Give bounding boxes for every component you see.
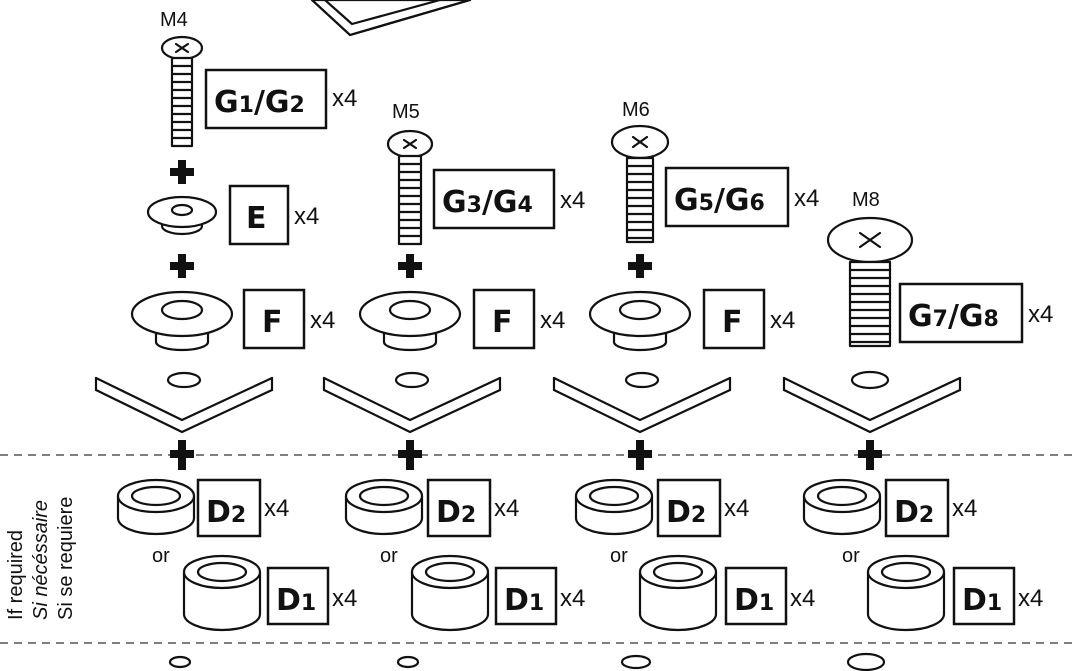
qty-g1g2: x4 [332, 85, 357, 112]
or-label: or [380, 545, 398, 567]
spacer-d1 [638, 554, 718, 632]
part-label-f-text: F [492, 305, 513, 340]
panel-v [552, 371, 732, 434]
floor-hole [846, 652, 886, 671]
qty-d2: x4 [952, 495, 977, 522]
size-label-m8: M8 [852, 189, 880, 211]
spacer-d2 [116, 478, 196, 536]
qty-e: x4 [294, 203, 319, 230]
svg-text:G7/G8: G7/G8 [908, 299, 999, 334]
size-label-m6: M6 [622, 99, 650, 121]
qty-d2: x4 [264, 495, 289, 522]
qty-d1: x4 [1018, 585, 1043, 612]
part-label-f-text: F [722, 305, 743, 340]
or-label: or [842, 545, 860, 567]
top-plate-fragment [310, 0, 472, 37]
part-box-g3g4: G3/G4 [432, 168, 556, 230]
column-m6: M6 G5/G6 x4 F x4 [552, 99, 819, 670]
svg-text:D1: D1 [962, 583, 1002, 618]
or-label: or [610, 545, 628, 567]
spacer-d1 [182, 554, 262, 632]
part-box-f [472, 288, 536, 350]
svg-text:G3/G4: G3/G4 [442, 185, 533, 220]
plus-icon [170, 440, 194, 470]
screw-m6 [610, 124, 670, 244]
svg-text:G5/G6: G5/G6 [674, 183, 765, 218]
screw-m4 [160, 35, 204, 148]
part-box-d1: D1 [494, 566, 558, 626]
screw-m8 [826, 216, 914, 348]
qty-d2: x4 [724, 495, 749, 522]
part-box-e [228, 184, 290, 246]
qty-d2: x4 [494, 495, 519, 522]
svg-text:D2: D2 [894, 495, 934, 530]
side-note-line2: Si nécéssaire [30, 500, 52, 620]
column-m8: M8 G7/G8 x4 D2 x4 or [782, 189, 1053, 671]
spacer-d1 [866, 554, 946, 632]
part-label-e: E [246, 201, 267, 236]
svg-text:G1/G2: G1/G2 [214, 85, 305, 120]
plus-icon [858, 440, 882, 470]
size-label-m4: M4 [160, 9, 188, 31]
spacer-d2 [802, 478, 882, 536]
part-box-d1: D1 [952, 566, 1016, 626]
side-note-line1: If required [5, 530, 27, 620]
washer-f [130, 290, 234, 352]
qty-f: x4 [770, 307, 795, 334]
floor-hole [168, 655, 192, 669]
svg-text:D1: D1 [276, 583, 316, 618]
plus-icon [398, 440, 422, 470]
size-label-m5: M5 [392, 101, 420, 123]
floor-hole [396, 655, 420, 669]
part-box-d2: D2 [426, 478, 492, 538]
part-box-f [702, 288, 766, 350]
side-note-line3: Si se requiere [55, 497, 77, 620]
column-m5: M5 G3/G4 x4 F x4 [322, 101, 585, 669]
spacer-d2 [344, 478, 424, 536]
qty-f: x4 [540, 307, 565, 334]
column-m4: M4 G1/G2 x4 E x4 E F x4 [94, 9, 357, 669]
qty-g3g4: x4 [560, 187, 585, 214]
part-box-d1: D1 [724, 566, 788, 626]
part-box-d2: D2 [196, 478, 262, 538]
svg-text:D2: D2 [436, 495, 476, 530]
part-box-g7g8: G7/G8 [898, 282, 1024, 344]
or-label: or [152, 545, 170, 567]
part-box-d2: D2 [656, 478, 722, 538]
svg-text:D1: D1 [504, 583, 544, 618]
plus-icon [628, 254, 652, 278]
part-box-g1g2: G1/G2 [204, 68, 328, 130]
plus-icon [398, 254, 422, 278]
plus-icon [628, 440, 652, 470]
washer-f [358, 290, 462, 352]
qty-g5g6: x4 [794, 185, 819, 212]
part-box-g5g6: G5/G6 [664, 166, 790, 228]
spacer-d2 [574, 478, 654, 536]
panel-v [782, 370, 962, 434]
qty-g7g8: x4 [1028, 301, 1053, 328]
qty-f: x4 [310, 307, 335, 334]
plus-icon [170, 254, 194, 278]
floor-hole [620, 654, 652, 670]
washer-e [146, 195, 218, 236]
svg-text:D1: D1 [734, 583, 774, 618]
qty-d1: x4 [560, 585, 585, 612]
panel-v [94, 371, 274, 434]
plus-icon [170, 160, 194, 184]
svg-text:D2: D2 [206, 495, 246, 530]
side-note: If required Si nécéssaire Si se requiere [5, 497, 77, 620]
spacer-d1 [410, 554, 490, 632]
svg-text:D2: D2 [666, 495, 706, 530]
part-box-f [242, 288, 306, 350]
washer-f [588, 290, 692, 352]
screw-m5 [386, 129, 434, 246]
part-box-d2: D2 [884, 478, 950, 538]
panel-v [322, 371, 502, 434]
qty-d1: x4 [790, 585, 815, 612]
part-box-d1: D1 [266, 566, 330, 626]
qty-d1: x4 [332, 585, 357, 612]
part-label-f-text: F [262, 305, 283, 340]
